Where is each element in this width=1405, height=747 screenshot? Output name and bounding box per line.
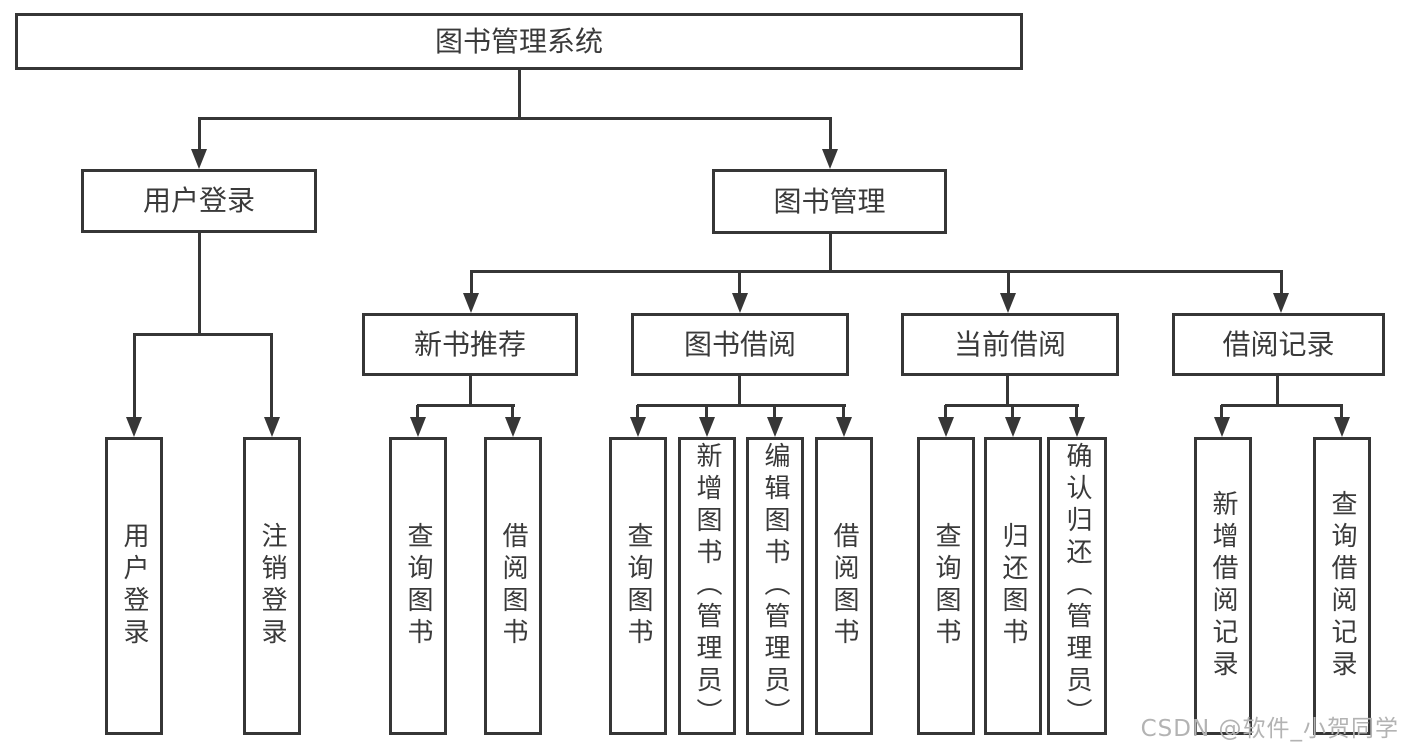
connector-drop-leaf [636,405,639,419]
connector-new-book-trunk [469,376,472,407]
leaf-borrow-books-label: 借阅图书 [829,522,859,650]
arrow-down-icon [1069,417,1085,437]
leaf-query-books-label: 查询图书 [403,522,433,650]
connector-drop-leaf [1220,405,1223,419]
connector-root-split [198,117,832,120]
connector-drop-leaf [416,405,419,419]
connector-drop-leaf [842,405,845,419]
connector-drop-leaf [705,405,708,419]
connector-drop-book-borrow [738,271,741,295]
leaf-add-book-admin-label: 新增图书（管理员） [692,442,722,730]
connector-book-borrow-trunk [738,376,741,407]
arrow-down-icon [699,417,715,437]
connector-drop-leaf [1075,405,1078,419]
connector-drop-book-management [829,118,832,151]
node-book-management-label: 图书管理 [773,184,886,218]
connector-user-login-split [133,333,273,336]
leaf-user-login-label: 用户登录 [119,522,149,650]
arrow-down-icon [732,293,748,313]
connector-drop-leaf [511,405,514,419]
leaf-query-books-current: 查询图书 [917,437,975,735]
connector-drop-leaf [944,405,947,419]
node-new-book-recommend-label: 新书推荐 [413,327,526,361]
connector-root-trunk [518,70,521,118]
leaf-query-books-label: 查询图书 [931,522,961,650]
leaf-return-books: 归还图书 [984,437,1042,735]
node-book-management: 图书管理 [712,169,947,234]
arrow-down-icon [1005,417,1021,437]
leaf-edit-book-admin: 编辑图书（管理员） [746,437,804,735]
connector-new-book-split [417,404,515,407]
leaf-query-books-borrow: 查询图书 [609,437,667,735]
connector-drop-leaf [270,334,273,419]
leaf-logout-login: 注销登录 [243,437,301,735]
arrow-down-icon [410,417,426,437]
leaf-confirm-return-admin: 确认归还（管理员） [1047,437,1107,735]
leaf-query-borrow-record-label: 查询借阅记录 [1327,490,1357,682]
arrow-down-icon [836,417,852,437]
leaf-query-books-recommend: 查询图书 [389,437,447,735]
leaf-borrow-books-borrow: 借阅图书 [815,437,873,735]
leaf-add-borrow-record-label: 新增借阅记录 [1208,490,1238,682]
node-borrow-records: 借阅记录 [1172,313,1385,376]
node-root: 图书管理系统 [15,13,1023,70]
csdn-watermark: CSDN @软件_小贺同学 [1140,716,1399,742]
arrow-down-icon [938,417,954,437]
connector-book-management-split [470,270,1283,273]
node-root-label: 图书管理系统 [434,24,603,58]
leaf-query-books-label: 查询图书 [623,522,653,650]
arrow-down-icon [1214,417,1230,437]
arrow-down-icon [191,149,207,169]
node-new-book-recommend: 新书推荐 [362,313,578,376]
arrow-down-icon [505,417,521,437]
arrow-down-icon [767,417,783,437]
connector-drop-leaf [1011,405,1014,419]
connector-current-borrow-trunk [1006,376,1009,407]
connector-drop-borrow-records [1280,271,1283,295]
connector-drop-user-login [198,118,201,151]
leaf-user-login: 用户登录 [105,437,163,735]
leaf-confirm-return-admin-label: 确认归还（管理员） [1062,442,1092,730]
leaf-return-books-label: 归还图书 [998,522,1028,650]
leaf-query-borrow-record: 查询借阅记录 [1313,437,1371,735]
connector-drop-new-book [470,271,473,295]
connector-user-login-trunk [198,233,201,335]
connector-drop-current-borrow [1007,271,1010,295]
node-book-borrow-label: 图书借阅 [683,327,796,361]
arrow-down-icon [630,417,646,437]
arrow-down-icon [126,417,142,437]
node-current-borrow-label: 当前借阅 [953,327,1066,361]
node-current-borrow: 当前借阅 [901,313,1119,376]
node-borrow-records-label: 借阅记录 [1222,327,1335,361]
connector-drop-leaf [133,334,136,419]
connector-book-borrow-split [637,404,846,407]
arrow-down-icon [822,149,838,169]
arrow-down-icon [264,417,280,437]
arrow-down-icon [1273,293,1289,313]
arrow-down-icon [1000,293,1016,313]
connector-borrow-records-trunk [1276,376,1279,407]
leaf-borrow-books-recommend: 借阅图书 [484,437,542,735]
connector-drop-leaf [1340,405,1343,419]
node-user-login: 用户登录 [81,169,317,233]
connector-drop-leaf [773,405,776,419]
leaf-borrow-books-label: 借阅图书 [498,522,528,650]
connector-book-management-trunk [829,234,832,272]
leaf-add-book-admin: 新增图书（管理员） [678,437,736,735]
leaf-add-borrow-record: 新增借阅记录 [1194,437,1252,735]
node-user-login-label: 用户登录 [142,184,255,217]
leaf-edit-book-admin-label: 编辑图书（管理员） [760,442,790,730]
leaf-logout-login-label: 注销登录 [257,522,287,650]
arrow-down-icon [1334,417,1350,437]
arrow-down-icon [463,293,479,313]
node-book-borrow: 图书借阅 [631,313,849,376]
connector-borrow-records-split [1221,404,1343,407]
